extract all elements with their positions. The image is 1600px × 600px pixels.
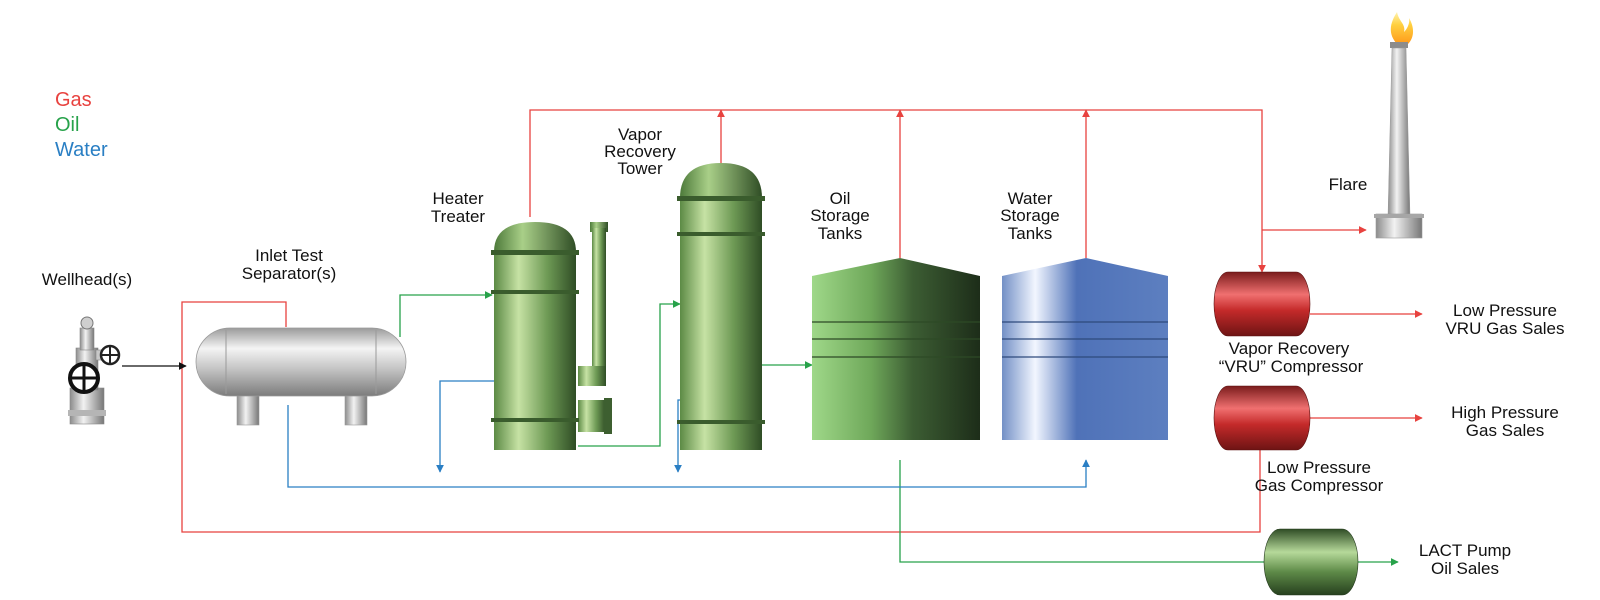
hp-sales-label-line1: High Pressure xyxy=(1451,403,1559,422)
lp-compressor-label-line1: Low Pressure xyxy=(1267,458,1371,477)
wellhead-label: Wellhead(s) xyxy=(42,270,132,289)
oil-tanks-label-line3: Tanks xyxy=(818,224,862,243)
hp-sales-label-line2: Gas Sales xyxy=(1466,421,1544,440)
oil-tanks-label-line2: Storage xyxy=(810,206,870,225)
inlet-separator xyxy=(195,327,407,426)
oil-heater-to-vrt-line xyxy=(578,300,681,447)
gas-lines xyxy=(181,109,1423,533)
vrt-label-line3: Tower xyxy=(617,159,663,178)
flare-label: Flare xyxy=(1329,175,1368,194)
lp-vru-sales-label-line1: Low Pressure xyxy=(1453,301,1557,320)
vru-compressor-label-line1: Vapor Recovery xyxy=(1229,339,1350,358)
oil-to-lact-line xyxy=(899,460,1399,566)
lp-vru-sales-label-line2: VRU Gas Sales xyxy=(1445,319,1564,338)
wellhead-valve-icon xyxy=(68,316,121,425)
legend: Gas Oil Water xyxy=(55,89,108,161)
vapor-recovery-tower xyxy=(677,163,765,450)
heater-treater-label-line1: Heater xyxy=(432,189,483,208)
water-lines xyxy=(287,380,1090,488)
water-vrt-drain-line xyxy=(674,399,682,473)
legend-water: Water xyxy=(55,139,108,161)
lact-pump xyxy=(1263,528,1359,596)
legend-oil: Oil xyxy=(55,114,79,136)
vru-compressor xyxy=(1213,271,1311,337)
separator-label-line1: Inlet Test xyxy=(255,246,323,265)
gas-header-line xyxy=(529,109,1266,273)
gas-separator-recycle-line xyxy=(181,301,1261,533)
water-storage-tank xyxy=(1002,258,1168,440)
oil-sep-to-heater-line xyxy=(399,291,493,337)
lp-compressor-label-line2: Gas Compressor xyxy=(1255,476,1384,495)
vrt-label-line1: Vapor xyxy=(618,125,662,144)
legend-gas: Gas xyxy=(55,89,92,111)
water-tanks-label-line3: Tanks xyxy=(1008,224,1052,243)
water-heater-drain-line xyxy=(436,380,494,473)
heater-treater xyxy=(491,222,612,450)
separator-label-line2: Separator(s) xyxy=(242,264,336,283)
lp-gas-compressor xyxy=(1213,385,1311,451)
oil-tanks-label-line1: Oil xyxy=(830,189,851,208)
vrt-label-line2: Recovery xyxy=(604,142,676,161)
water-tanks-label-line2: Storage xyxy=(1000,206,1060,225)
lact-sales-label-line1: LACT Pump xyxy=(1419,541,1511,560)
flare-stack-flame-icon xyxy=(1374,12,1424,239)
lact-sales-label-line2: Oil Sales xyxy=(1431,559,1499,578)
vru-compressor-label-line2: “VRU” Compressor xyxy=(1219,357,1364,376)
oil-storage-tank xyxy=(812,258,980,440)
water-to-water-tank-line xyxy=(287,405,1090,488)
oil-lines xyxy=(399,291,1399,566)
water-tanks-label-line1: Water xyxy=(1008,189,1053,208)
heater-treater-label-line2: Treater xyxy=(431,207,486,226)
